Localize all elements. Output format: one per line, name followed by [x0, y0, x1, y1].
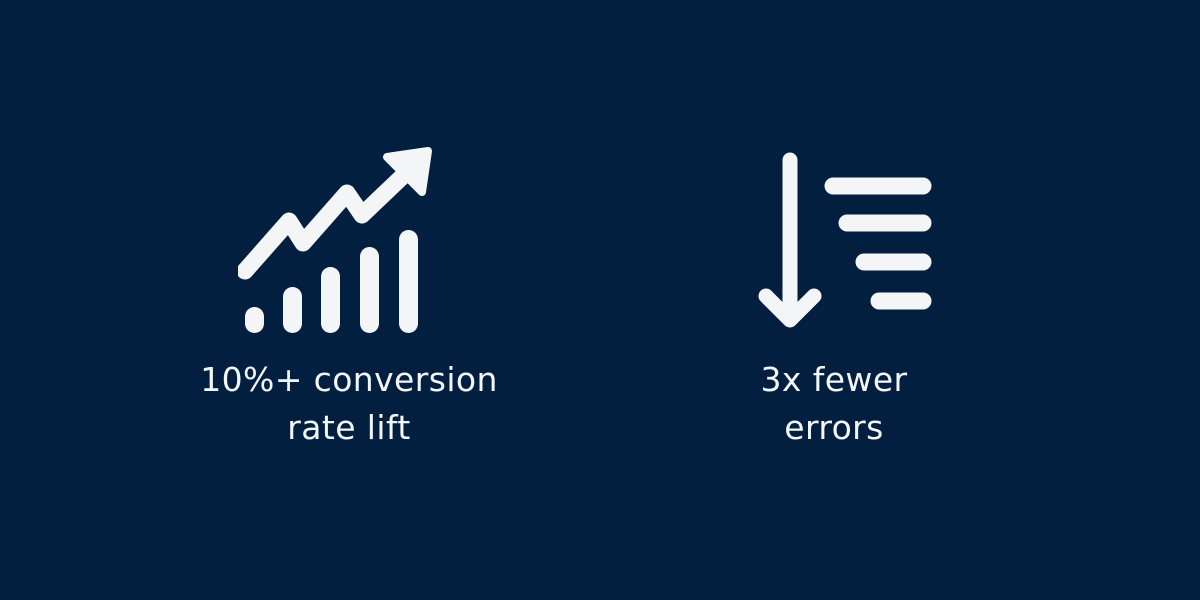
- stat-caption-line1: 3x fewer: [760, 360, 908, 399]
- stat-caption-line2: errors: [784, 408, 884, 447]
- growth-chart-icon: [238, 145, 433, 335]
- stat-conversion-lift: 10%+ conversion rate lift: [159, 145, 539, 475]
- stat-caption-fewer-errors: 3x fewer errors: [644, 356, 1024, 452]
- stat-fewer-errors: 3x fewer errors: [644, 150, 1024, 475]
- stat-caption-line1: 10%+ conversion: [200, 360, 498, 399]
- stat-caption-conversion-lift: 10%+ conversion rate lift: [159, 356, 539, 452]
- stat-caption-line2: rate lift: [287, 408, 411, 447]
- decreasing-errors-icon: [755, 150, 940, 335]
